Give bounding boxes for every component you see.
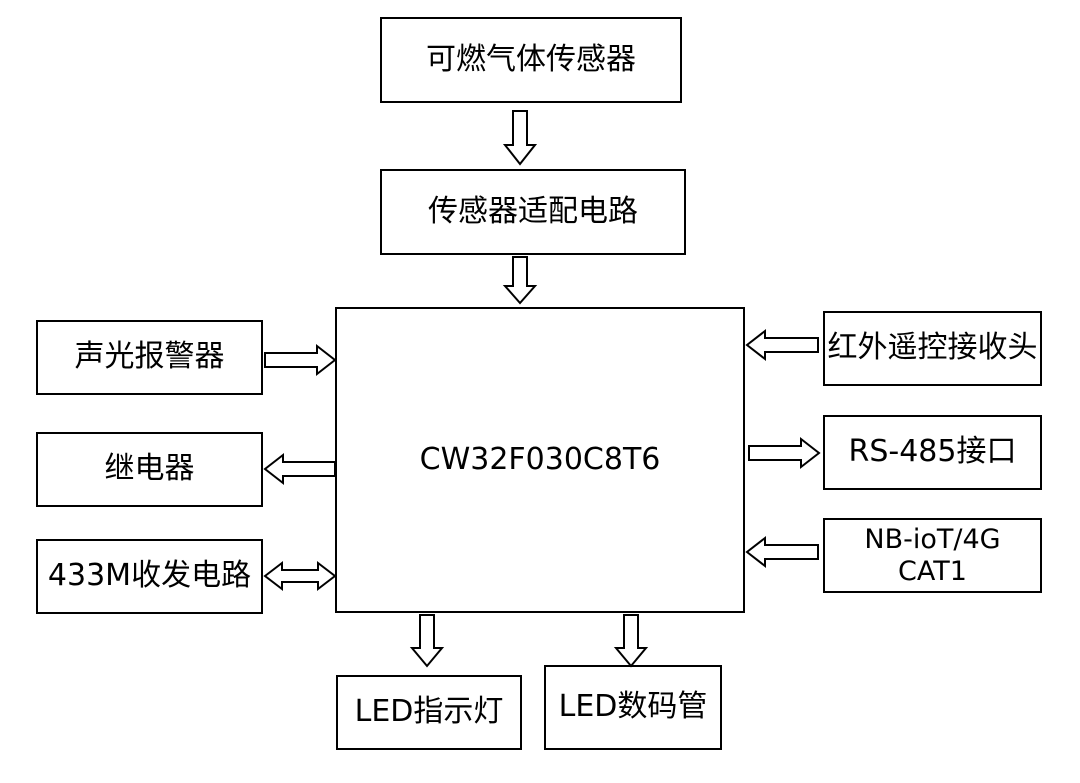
sensor-label: 可燃气体传感器 [426,41,636,77]
led-indicator-box: LED指示灯 [336,675,522,750]
ir-label: 红外遥控接收头 [827,330,1038,366]
nbiot-label-line2: CAT1 [898,555,967,587]
arrow-ir-to-mcu [745,328,819,362]
sensor-box: 可燃气体传感器 [380,17,682,103]
led-indicator-label: LED指示灯 [354,694,504,730]
arrow-nbiot-to-mcu [745,535,819,569]
arrow-mcu-to-relay [263,452,336,486]
arrow-mcu-to-rs485 [748,436,821,470]
rs485-box: RS-485接口 [823,415,1042,490]
rs485-label: RS-485接口 [848,434,1017,470]
mcu-box: CW32F030C8T6 [335,307,745,613]
adapter-label: 传感器适配电路 [428,193,638,229]
nbiot-label-line1: NB-ioT/4G [864,524,1001,556]
arrow-mcu-to-led-display [613,614,649,668]
alarm-box: 声光报警器 [36,320,263,395]
arrow-alarm-to-mcu [264,343,337,377]
ir-box: 红外遥控接收头 [823,311,1042,386]
relay-label: 继电器 [104,451,195,487]
rf433-label: 433M收发电路 [47,558,252,594]
arrow-sensor-to-adapter [502,110,538,166]
led-display-box: LED数码管 [544,665,722,750]
led-display-label: LED数码管 [558,689,708,725]
arrow-rf433-mcu-bidirectional [263,560,337,592]
relay-box: 继电器 [36,432,263,507]
arrow-mcu-to-led-indicator [409,614,445,668]
alarm-label: 声光报警器 [74,339,225,375]
adapter-box: 传感器适配电路 [380,169,686,255]
rf433-box: 433M收发电路 [36,539,263,614]
arrow-adapter-to-mcu [502,256,538,305]
mcu-label: CW32F030C8T6 [419,441,661,477]
nbiot-box: NB-ioT/4G CAT1 [823,518,1042,593]
